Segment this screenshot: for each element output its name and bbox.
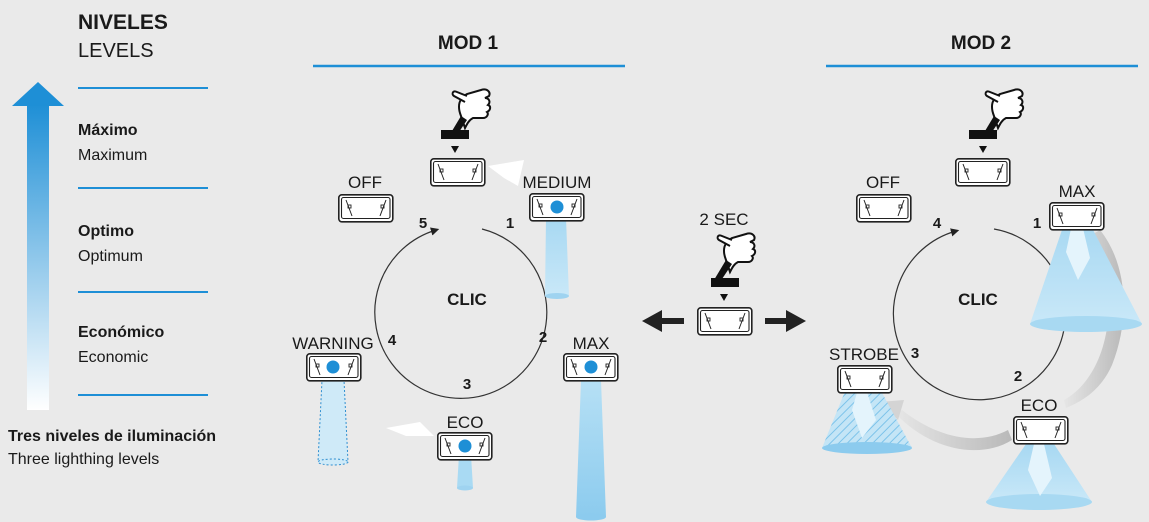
mod2-step-2: 2 [1014, 368, 1022, 385]
mod1-center-label: CLIC [447, 290, 487, 309]
level-arrow [12, 82, 64, 410]
mod2-off-label: OFF [866, 173, 900, 192]
mod1-step-1: 1 [506, 215, 514, 232]
level-max-en: Maximum [78, 147, 147, 164]
mod2-max-lamp-icon [1049, 202, 1105, 231]
mod2-strobe-beam [822, 389, 912, 454]
mod1-button-bar [441, 130, 469, 139]
mod1-off-lamp-icon [337, 194, 394, 223]
mod1-eco-beam [457, 455, 473, 491]
mod2-center-label: CLIC [958, 290, 998, 309]
level-eco-es: Económico [78, 324, 164, 341]
mod2-eco-lamp-icon [1012, 415, 1069, 445]
switch-lamp-icon [696, 306, 753, 336]
mod1-cycle-arrow [374, 227, 548, 399]
mod1-step-5: 5 [419, 215, 427, 232]
mod2-title: MOD 2 [951, 33, 1011, 54]
levels-panel: NIVELES LEVELS Máximo Maximum Optimo Opt… [8, 11, 216, 468]
level-eco-en: Economic [78, 349, 148, 366]
mod1-step-2: 2 [539, 329, 547, 346]
level-opt-es: Optimo [78, 223, 134, 240]
switch-arrow-right [765, 310, 806, 332]
mod2-step-1: 1 [1033, 215, 1041, 232]
mod2-button-bar [969, 130, 997, 139]
mod2-press-triangle [979, 146, 987, 153]
mod2-strobe-lamp-icon [836, 364, 893, 394]
mod1-eco-lamp-icon [436, 431, 493, 461]
mode-switch-section: 2 SEC [642, 210, 806, 336]
mod1-pointer-eco [386, 422, 434, 436]
mod1-start-lamp-icon [429, 158, 486, 187]
mod1-press-triangle [451, 146, 459, 153]
mod1-medium-beam [545, 218, 569, 299]
levels-footer-es: Tres niveles de iluminación [8, 428, 216, 445]
mod2-eco-label: ECO [1021, 396, 1058, 415]
level-max-es: Máximo [78, 122, 138, 139]
switch-label: 2 SEC [699, 210, 748, 229]
mod1-eco-label: ECO [447, 413, 484, 432]
switch-press-triangle [720, 294, 728, 301]
mod1-medium-lamp-icon [528, 193, 585, 222]
mod1-step-3: 3 [463, 376, 471, 393]
mod2-start-lamp-icon [954, 158, 1011, 187]
mod1-off-label: OFF [348, 173, 382, 192]
mod1-title: MOD 1 [438, 33, 499, 54]
mod2-off-lamp-icon [855, 194, 912, 223]
mod1-step-4: 4 [388, 332, 397, 349]
levels-footer-en: Three lighthing levels [8, 451, 159, 468]
mod1-pointer-medium [488, 160, 524, 186]
mod1-max-beam [576, 380, 606, 521]
mod2-max-label: MAX [1059, 182, 1096, 201]
switch-button-bar [711, 278, 739, 287]
mod1-max-lamp-icon [562, 352, 619, 382]
mod1-section: MOD 1 CLIC 1 2 3 4 5 OFF MEDIUM [292, 33, 625, 521]
mod2-step-4: 4 [933, 215, 942, 232]
mod1-warning-beam [317, 379, 349, 466]
mod2-section: MOD 2 CLIC 1 2 3 4 OFF MAX [822, 33, 1142, 510]
mod1-medium-label: MEDIUM [523, 173, 592, 192]
mod1-warning-lamp-icon [305, 352, 362, 382]
mod2-strobe-label: STROBE [829, 345, 899, 364]
levels-subtitle: LEVELS [78, 40, 154, 62]
mod1-max-label: MAX [573, 334, 610, 353]
mod2-eco-beam [986, 444, 1092, 510]
mod1-warning-label: WARNING [292, 334, 374, 353]
switch-press-hand-icon [713, 232, 757, 283]
level-opt-en: Optimum [78, 248, 143, 265]
mod2-max-beam [1030, 224, 1142, 332]
mod2-step-3: 3 [911, 345, 919, 362]
levels-title: NIVELES [78, 11, 168, 34]
switch-arrow-left [642, 310, 684, 332]
